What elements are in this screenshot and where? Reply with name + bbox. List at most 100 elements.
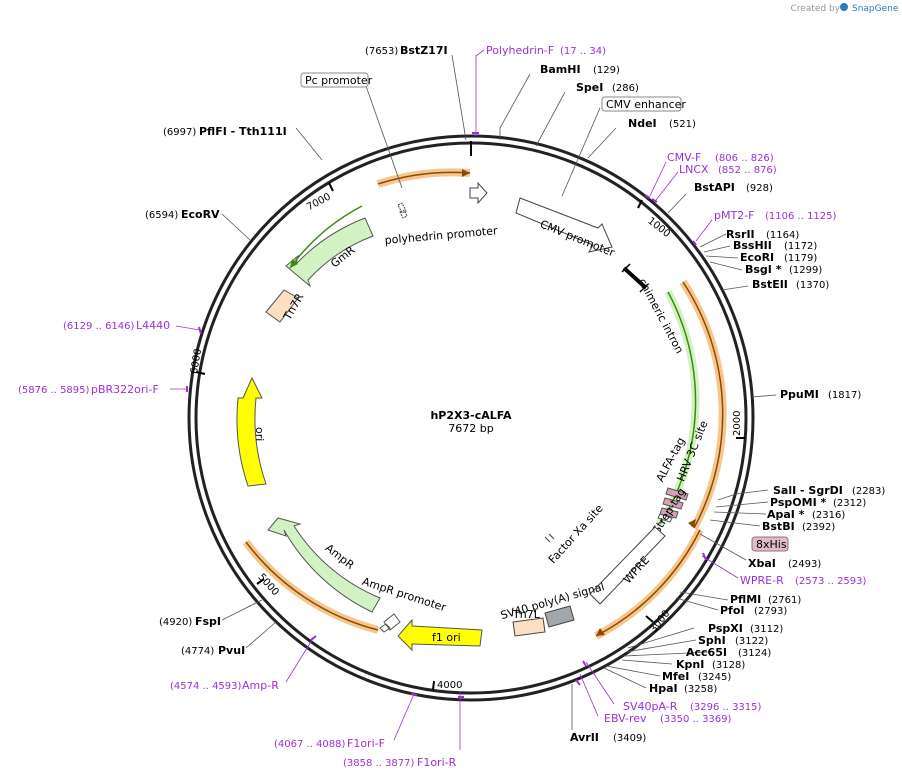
site-pos-ecori: (1179) (784, 253, 817, 264)
factor-xa-marker (657, 513, 673, 523)
site-pos-ecorv: (6594) (145, 210, 178, 221)
site-pos-pflfi-tth111i: (6997) (163, 127, 196, 138)
site-ndei[interactable]: NdeI (628, 117, 657, 130)
site-pos-pfoi: (2793) (754, 606, 787, 617)
tn7l-label: Tn7L (512, 608, 541, 621)
primer-pmt2-f[interactable]: pMT2-F (714, 209, 755, 222)
site-bstapi[interactable]: BstAPI (694, 181, 735, 194)
site-pos-bamhi: (129) (593, 65, 620, 76)
site-bsshii[interactable]: BssHII (733, 239, 772, 252)
site-avrii[interactable]: AvrII (570, 731, 599, 744)
site-ecori[interactable]: EcoRI (740, 251, 774, 264)
primer-pos-f1ori-f: (4067 .. 4088) (274, 739, 346, 750)
site-pvui[interactable]: PvuI (218, 644, 245, 657)
primer-amp-r[interactable]: Amp-R (242, 679, 279, 692)
site-pos-sali-sgrdi: (2283) (852, 486, 885, 497)
site-bamhi[interactable]: BamHI (540, 63, 581, 76)
primer-pbr322ori-f[interactable]: pBR322ori-F (91, 383, 159, 396)
site-pos-pvui: (4774) (181, 646, 214, 657)
8xhis-label: 8xHis (756, 538, 787, 551)
pc-promoter-marker (397, 202, 408, 219)
primer-pos-amp-r: (4574 .. 4593) (170, 681, 242, 692)
site-hpai[interactable]: HpaI (649, 682, 678, 695)
site-pos-xbai: (2493) (788, 559, 821, 570)
orf-arrow-head (688, 519, 696, 528)
primer-pos-l4440: (6129 .. 6146) (63, 321, 135, 332)
primer-ebv-rev[interactable]: EBV-rev (604, 712, 647, 725)
primer-l4440[interactable]: L4440 (136, 319, 170, 332)
site-bsgi[interactable]: BsgI * (745, 263, 782, 276)
site-kpni[interactable]: KpnI (676, 658, 704, 671)
site-apai[interactable]: ApaI * (767, 508, 805, 521)
gmr-arrow[interactable] (285, 217, 374, 288)
8xhis-box[interactable] (751, 536, 789, 552)
site-acc65i[interactable]: Acc65I (686, 646, 727, 659)
site-pos-kpni: (3128) (712, 660, 745, 671)
tick-marks (195, 141, 745, 691)
site-mfei[interactable]: MfeI (662, 670, 689, 683)
primer-cmv-f[interactable]: CMV-F (667, 151, 701, 164)
site-pos-bsshii: (1172) (784, 241, 817, 252)
ampr-promoter-arrow[interactable] (379, 613, 401, 633)
pc-promoter-box[interactable] (300, 72, 369, 88)
wpre-block[interactable] (589, 526, 666, 605)
site-ecorv[interactable]: EcoRV (181, 208, 220, 221)
ampr-arrow[interactable] (267, 517, 381, 613)
primer-lncx[interactable]: LNCX (679, 163, 709, 176)
site-pspomi[interactable]: PspOMI * (770, 496, 827, 509)
cmv-enhancer-label: CMV enhancer (606, 98, 686, 111)
sv40-polya-block[interactable] (544, 605, 575, 628)
primer-pos-cmv-f: (806 .. 826) (715, 153, 774, 164)
chimeric-intron-caps (621, 263, 649, 293)
site-pos-apai: (2316) (812, 510, 845, 521)
primer-pos-sv40pa-r: (3296 .. 3315) (690, 702, 762, 713)
cmv-enhancer-box[interactable] (601, 96, 682, 112)
primer-f1ori-r[interactable]: F1ori-R (417, 756, 457, 769)
credit-prefix: Created by (790, 4, 840, 14)
tick-1000 (637, 199, 643, 209)
tick-label-4000: 4000 (437, 680, 462, 691)
site-spei[interactable]: SpeI (576, 81, 603, 94)
site-pos-hpai: (3258) (684, 684, 717, 695)
factor-xa-site-label: Factor Xa site (546, 502, 606, 566)
alfa-tag-block[interactable] (665, 487, 689, 501)
polyhedrin-promoter-arrow[interactable] (469, 181, 488, 205)
twin-strep-tag-block[interactable] (659, 507, 679, 519)
site-bsteii[interactable]: BstEII (752, 278, 788, 291)
tick-label-1000: 1000 (645, 216, 672, 240)
f1-ori-arrow[interactable] (397, 618, 483, 652)
tn7l-block[interactable] (512, 617, 546, 637)
site-sali-sgrdi[interactable]: SalI - SgrDI (773, 484, 843, 497)
site-rsrii[interactable]: RsrII (726, 228, 755, 241)
primer-pos-f1ori-r: (3858 .. 3877) (343, 758, 415, 769)
site-pfoi[interactable]: PfoI (720, 604, 745, 617)
site-pflfi-tth111i[interactable]: PflFI - Tth111I (199, 125, 287, 138)
chimeric-intron-bar[interactable] (622, 266, 648, 290)
hrv-3c-site-block[interactable] (662, 497, 684, 510)
site-bstbi[interactable]: BstBI (762, 520, 795, 533)
primer-wpre-r[interactable]: WPRE-R (740, 574, 784, 587)
site-sphi[interactable]: SphI (698, 634, 726, 647)
wpre-arrow-head (596, 628, 605, 636)
f1-ori-label: f1 ori (432, 631, 461, 644)
primer-polyhedrin-f[interactable]: Polyhedrin-F (486, 44, 554, 57)
ori-arrow[interactable] (236, 376, 267, 487)
polyhedrin-promoter-label: polyhedrin promoter (384, 224, 498, 247)
ori-label: ori (253, 427, 266, 441)
site-pos-pspomi: (2312) (833, 498, 866, 509)
primer-f1ori-f[interactable]: F1ori-F (347, 737, 385, 750)
snapgene-logo-icon (840, 3, 848, 11)
site-pos-bstbi: (2392) (802, 522, 835, 533)
factor-xa-site-mark (544, 533, 555, 543)
site-bstz17i[interactable]: BstZ17I (400, 44, 448, 57)
site-pos-avrii: (3409) (613, 733, 646, 744)
site-pflmi[interactable]: PflMI (730, 593, 761, 606)
primer-sv40pa-r[interactable]: SV40pA-R (623, 700, 678, 713)
cmv-promoter-arrow[interactable] (515, 197, 613, 253)
orf-brown-line (682, 281, 724, 529)
site-pspxi[interactable]: PspXI (708, 622, 743, 635)
site-ppumi[interactable]: PpuMI (780, 388, 819, 401)
site-fspi[interactable]: FspI (195, 615, 221, 628)
tn7r-block[interactable] (265, 289, 299, 323)
site-xbai[interactable]: XbaI (748, 557, 776, 570)
